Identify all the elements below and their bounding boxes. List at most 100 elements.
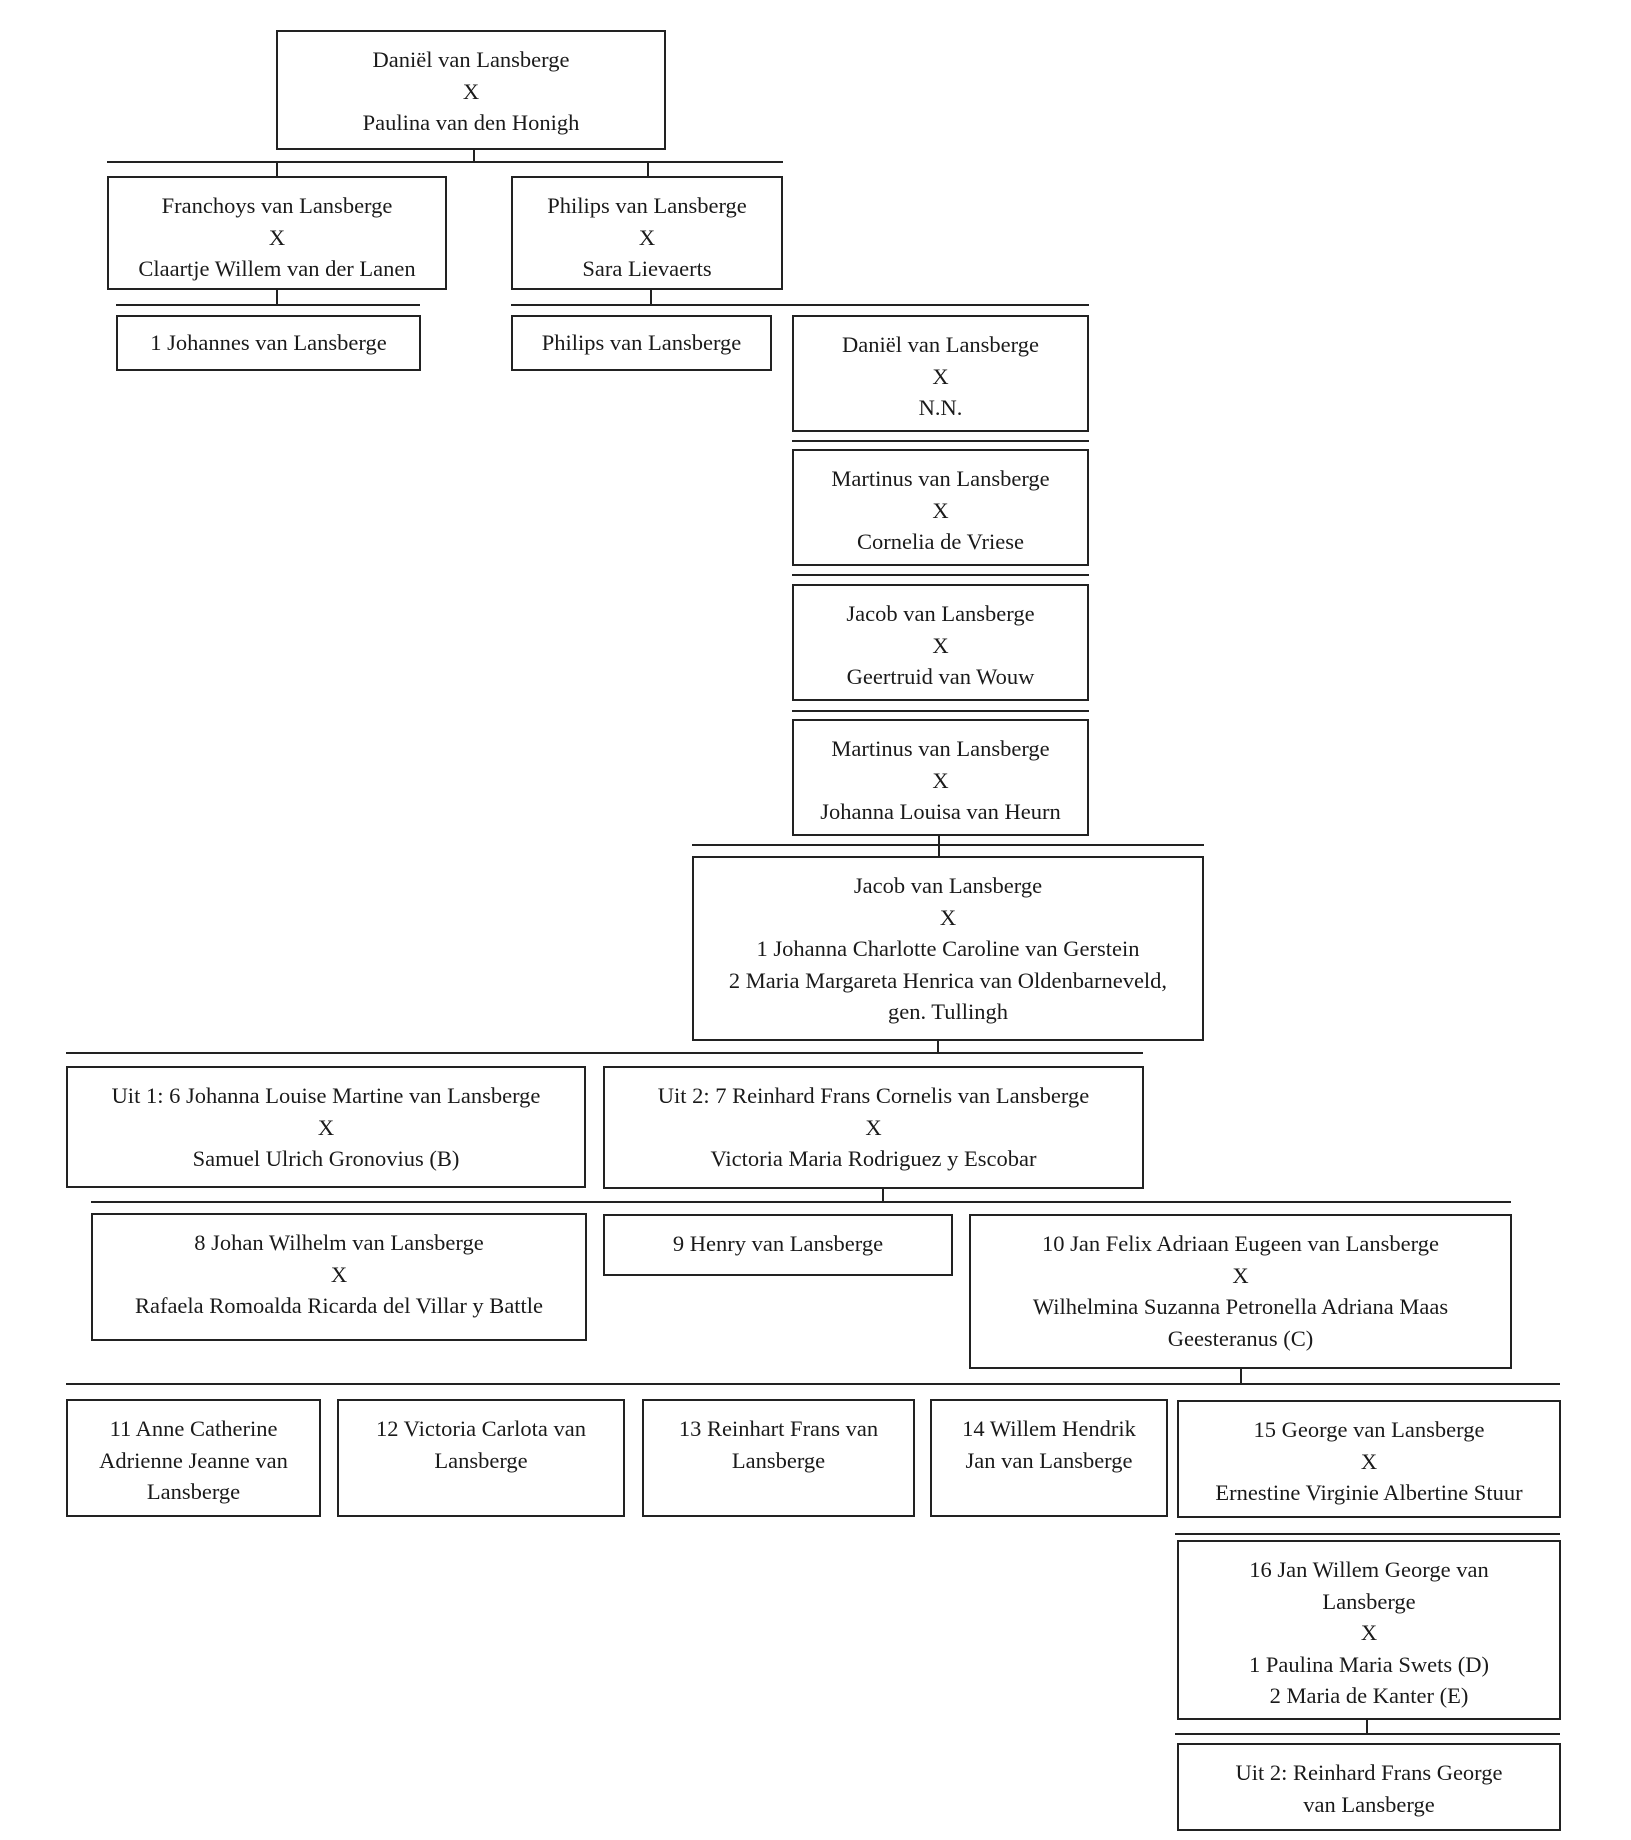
spouse-name: 1 Paulina Maria Swets (D) — [1249, 1651, 1489, 1677]
box-johan-wilhelm: 8 Johan Wilhelm van Lansberge X Rafaela … — [91, 1213, 587, 1341]
spouse-name: Victoria Maria Rodriguez y Escobar — [710, 1146, 1037, 1171]
connector — [91, 1201, 1511, 1203]
connector — [937, 1040, 939, 1053]
box-willem-hendrik: 14 Willem Hendrik Jan van Lansberge — [930, 1399, 1168, 1517]
connector — [66, 1052, 1143, 1054]
box-reinhard-frans-cornelis: Uit 2: 7 Reinhard Frans Cornelis van Lan… — [603, 1066, 1144, 1189]
box-jacob-van-lansberge: Jacob van Lansberge X Geertruid van Wouw — [792, 584, 1089, 701]
person-name: Uit 2: 7 Reinhard Frans Cornelis van Lan… — [657, 1083, 1090, 1108]
spouse-name: Ernestine Virginie Albertine Stuur — [1215, 1480, 1523, 1505]
box-daniel-van-lansberge: Daniël van Lansberge X Paulina van den H… — [276, 30, 666, 150]
connector — [792, 440, 1089, 442]
marriage-symbol: X — [1232, 1262, 1249, 1288]
connector — [116, 304, 420, 306]
person-name: van Lansberge — [1303, 1791, 1435, 1817]
box-henry: 9 Henry van Lansberge — [603, 1214, 953, 1276]
person-name: Jacob van Lansberge — [846, 601, 1035, 626]
spouse-name: Johanna Louisa van Heurn — [820, 799, 1061, 824]
marriage-symbol: X — [932, 497, 949, 523]
person-name: 14 Willem Hendrik — [962, 1416, 1136, 1441]
marriage-symbol: X — [1360, 1448, 1378, 1474]
box-anne-catherine: 11 Anne Catherine Adrienne Jeanne van La… — [66, 1399, 321, 1517]
connector — [107, 161, 783, 163]
spouse-name: Claartje Willem van der Lanen — [138, 256, 416, 281]
person-name: Martinus van Lansberge — [831, 736, 1050, 761]
marriage-symbol: X — [638, 224, 656, 250]
marriage-symbol: X — [932, 363, 949, 389]
spouse-name: Rafaela Romoalda Ricarda del Villar y Ba… — [134, 1293, 544, 1318]
spouse-name: Samuel Ulrich Gronovius (B) — [192, 1146, 460, 1171]
connector — [792, 710, 1089, 712]
person-name: Lansberge — [731, 1447, 826, 1473]
person-name: 9 Henry van Lansberge — [672, 1231, 884, 1256]
person-name: Philips van Lansberge — [547, 193, 747, 218]
person-name: Adrienne Jeanne van — [99, 1447, 288, 1473]
connector — [66, 1383, 1560, 1385]
connector — [473, 149, 475, 162]
person-name: Uit 2: Reinhard Frans George — [1235, 1760, 1503, 1785]
connector — [692, 844, 1204, 846]
person-name: Martinus van Lansberge — [831, 466, 1050, 491]
person-name: Uit 1: 6 Johanna Louise Martine van Lans… — [111, 1083, 541, 1108]
marriage-symbol: X — [932, 767, 949, 793]
box-jacob-van-lansberge-2: Jacob van Lansberge X 1 Johanna Charlott… — [692, 856, 1204, 1041]
person-name: Lansberge — [1322, 1588, 1416, 1614]
person-name: 11 Anne Catherine — [109, 1416, 278, 1441]
box-philips-van-lansberge-child: Philips van Lansberge — [511, 315, 772, 371]
person-name: Lansberge — [146, 1479, 241, 1504]
marriage-symbol: X — [330, 1261, 348, 1287]
connector — [650, 289, 652, 305]
connector — [1175, 1733, 1560, 1735]
box-martinus-van-lansberge-2: Martinus van Lansberge X Johanna Louisa … — [792, 719, 1089, 836]
box-reinhart-frans: 13 Reinhart Frans van Lansberge — [642, 1399, 915, 1517]
person-name: 10 Jan Felix Adriaan Eugeen van Lansberg… — [1042, 1231, 1439, 1256]
box-johanna-louise-martine: Uit 1: 6 Johanna Louise Martine van Lans… — [66, 1066, 586, 1188]
person-name: 16 Jan Willem George van — [1249, 1557, 1489, 1582]
spouse-name: 1 Johanna Charlotte Caroline van Gerstei… — [756, 936, 1140, 961]
person-name: Daniël van Lansberge — [841, 332, 1039, 357]
spouse-name: 2 Maria de Kanter (E) — [1269, 1683, 1469, 1708]
person-name: 15 George van Lansberge — [1253, 1417, 1485, 1442]
person-name: 12 Victoria Carlota van — [375, 1416, 587, 1441]
connector — [1175, 1533, 1560, 1535]
connector — [938, 836, 940, 857]
box-jan-felix-adriaan-eugeen: 10 Jan Felix Adriaan Eugeen van Lansberg… — [969, 1214, 1512, 1369]
box-victoria-carlota: 12 Victoria Carlota van Lansberge — [337, 1399, 625, 1517]
connector — [276, 289, 278, 305]
marriage-symbol: X — [268, 224, 286, 250]
person-name: Franchoys van Lansberge — [161, 193, 393, 218]
marriage-symbol: X — [317, 1114, 335, 1140]
connector — [276, 161, 278, 176]
spouse-name: Sara Lievaerts — [582, 256, 712, 281]
person-name: Daniël van Lansberge — [372, 47, 570, 72]
spouse-name: Wilhelmina Suzanna Petronella Adriana Ma… — [1032, 1294, 1449, 1319]
connector — [1366, 1718, 1368, 1734]
spouse-name: Cornelia de Vriese — [857, 529, 1024, 554]
box-martinus-van-lansberge: Martinus van Lansberge X Cornelia de Vri… — [792, 449, 1089, 566]
box-daniel-van-lansberge-nn: Daniël van Lansberge X N.N. — [792, 315, 1089, 432]
spouse-name: Geesteranus (C) — [1167, 1325, 1314, 1351]
person-name: Jan van Lansberge — [965, 1447, 1133, 1473]
connector — [792, 574, 1089, 576]
box-johannes-van-lansberge: 1 Johannes van Lansberge — [116, 315, 421, 371]
marriage-symbol: X — [939, 904, 957, 930]
person-name: Jacob van Lansberge — [853, 873, 1043, 898]
person-name: Lansberge — [434, 1447, 528, 1473]
box-reinhard-frans-george: Uit 2: Reinhard Frans George van Lansber… — [1177, 1743, 1561, 1831]
box-philips-van-lansberge: Philips van Lansberge X Sara Lievaerts — [511, 176, 783, 290]
spouse-name: N.N. — [918, 395, 963, 420]
box-george-van-lansberge: 15 George van Lansberge X Ernestine Virg… — [1177, 1400, 1561, 1518]
connector — [511, 304, 1089, 306]
spouse-name: gen. Tullingh — [887, 999, 1009, 1024]
person-name: Philips van Lansberge — [541, 330, 742, 356]
person-name: 1 Johannes van Lansberge — [150, 330, 387, 356]
spouse-name: Paulina van den Honigh — [362, 110, 580, 135]
spouse-name: Geertruid van Wouw — [846, 664, 1035, 689]
spouse-name: 2 Maria Margareta Henrica van Oldenbarne… — [728, 967, 1168, 993]
marriage-symbol: X — [462, 78, 480, 104]
marriage-symbol: X — [1360, 1620, 1378, 1645]
box-franchoys-van-lansberge: Franchoys van Lansberge X Claartje Wille… — [107, 176, 447, 290]
connector — [647, 161, 649, 176]
person-name: 13 Reinhart Frans van — [678, 1416, 879, 1441]
